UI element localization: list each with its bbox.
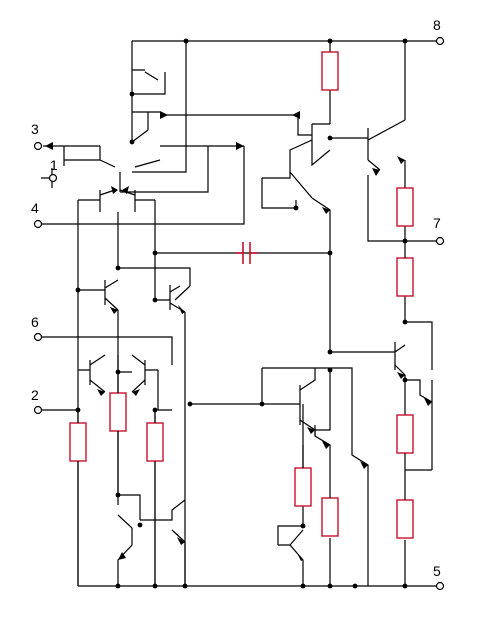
resistor-r4	[109, 392, 127, 432]
pin-label-1: 1	[50, 157, 58, 173]
terminals	[33, 36, 445, 591]
terminal-7	[435, 236, 445, 246]
pin-label-6: 6	[31, 314, 39, 330]
resistor-r8	[294, 467, 312, 507]
pin-label-4: 4	[31, 200, 39, 216]
resistor-r9	[321, 497, 339, 537]
resistor-r1	[321, 51, 339, 91]
junctions	[75, 38, 408, 589]
terminal-5	[435, 581, 445, 591]
terminal-4	[33, 219, 43, 229]
resistors	[69, 51, 414, 539]
pin-label-5: 5	[433, 563, 441, 579]
terminal-8	[435, 36, 445, 46]
pin-label-2: 2	[31, 387, 39, 403]
wires	[38, 40, 437, 587]
pin-label-3: 3	[31, 121, 39, 137]
resistor-r6	[146, 422, 164, 462]
compensation-capacitor	[236, 242, 258, 264]
terminal-3	[33, 141, 43, 151]
resistor-r10	[396, 499, 414, 539]
pin-labels: 8 3 1 4 7 6 2 5	[31, 17, 441, 579]
terminal-6	[33, 332, 43, 342]
emitter-arrows	[45, 111, 432, 561]
resistor-r3	[396, 257, 414, 297]
resistor-r7	[396, 414, 414, 454]
pin-label-8: 8	[433, 17, 441, 33]
pin-label-7: 7	[433, 215, 441, 231]
resistor-r5	[69, 422, 87, 462]
terminal-2	[33, 405, 43, 415]
resistor-r2	[396, 187, 414, 227]
terminal-1	[48, 173, 58, 183]
